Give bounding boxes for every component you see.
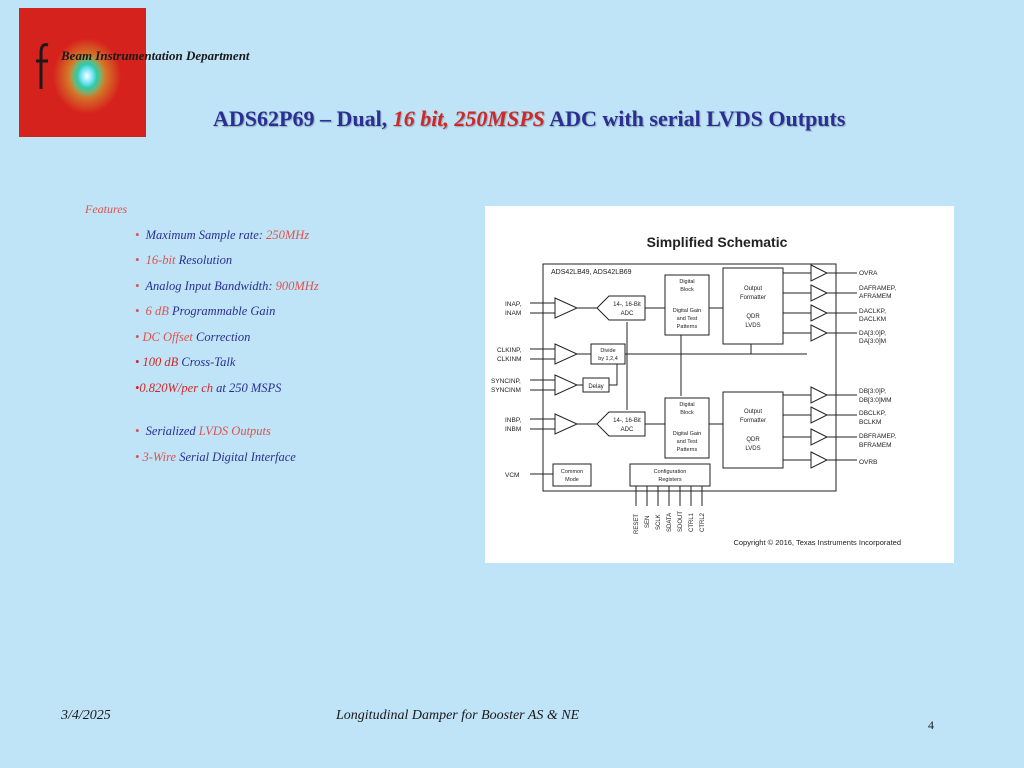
feature-item: • 100 dB Cross-Talk (135, 355, 236, 369)
feature-item: • 16-bit Resolution (135, 253, 233, 267)
svg-text:Divide: Divide (600, 348, 615, 354)
svg-text:QDR: QDR (746, 314, 760, 320)
svg-text:SYNCINM: SYNCINM (491, 387, 521, 394)
svg-text:INBP,: INBP, (505, 417, 521, 424)
svg-text:OVRB: OVRB (859, 459, 877, 466)
footer-title: Longitudinal Damper for Booster AS & NE (336, 708, 580, 723)
page-number: 4 (928, 718, 934, 732)
title-highlight: 16 bit, 250MSPS (392, 106, 545, 131)
svg-text:Digital Gain: Digital Gain (673, 431, 701, 437)
svg-text:DACLKM: DACLKM (859, 316, 886, 323)
svg-text:Mode: Mode (565, 477, 579, 483)
fermilab-logo-icon (36, 43, 49, 89)
svg-text:DA[3:0]P,: DA[3:0]P, (859, 330, 886, 337)
svg-text:Digital Gain: Digital Gain (673, 308, 701, 314)
svg-text:Block: Block (680, 287, 694, 293)
svg-text:by 1,2,4: by 1,2,4 (598, 356, 618, 362)
svg-text:DB[3:0]P,: DB[3:0]P, (859, 388, 886, 395)
svg-text:Configuration: Configuration (654, 469, 687, 475)
svg-text:Output: Output (744, 286, 762, 292)
svg-text:INAM: INAM (505, 310, 521, 317)
svg-text:DB[3:0]MM: DB[3:0]MM (859, 397, 892, 404)
svg-text:LVDS: LVDS (745, 323, 760, 329)
svg-text:AFRAMEM: AFRAMEM (859, 293, 892, 300)
svg-text:QDR: QDR (746, 437, 760, 443)
feature-item: •0.820W/per ch at 250 MSPS (135, 381, 282, 395)
svg-text:Formatter: Formatter (740, 295, 766, 301)
svg-text:SYNCINP,: SYNCINP, (491, 378, 521, 385)
features-heading: Features (85, 202, 128, 216)
svg-text:DA[3:0]M: DA[3:0]M (859, 338, 886, 345)
feature-item: • Serialized LVDS Outputs (135, 424, 271, 438)
svg-text:CLKINP,: CLKINP, (497, 347, 522, 354)
svg-text:Patterns: Patterns (677, 447, 698, 453)
svg-text:Delay: Delay (588, 384, 603, 390)
svg-text:14-, 16-Bit: 14-, 16-Bit (613, 418, 641, 424)
feature-item: • Analog Input Bandwidth: 900MHz (135, 279, 319, 293)
feature-item: • DC Offset Correction (135, 330, 251, 344)
feature-item: • 3-Wire Serial Digital Interface (135, 450, 296, 464)
svg-text:and Test: and Test (677, 316, 698, 322)
svg-text:ADC: ADC (621, 311, 634, 317)
schematic-diagram: Simplified Schematic ADS42LB49, ADS42LB6… (491, 234, 901, 547)
svg-text:INBM: INBM (505, 426, 521, 433)
svg-text:DAFRAMEP,: DAFRAMEP, (859, 285, 896, 292)
department-name: Beam Instrumentation Department (61, 48, 250, 63)
chip-outline (542, 263, 837, 492)
svg-text:DACLKP,: DACLKP, (859, 308, 886, 315)
svg-text:Patterns: Patterns (677, 324, 698, 330)
title-part-3: ADC with serial LVDS Outputs (549, 106, 846, 131)
schematic-title: Simplified Schematic (647, 234, 788, 250)
svg-text:BCLKM: BCLKM (859, 419, 881, 426)
svg-text:SEN: SEN (645, 516, 651, 528)
svg-text:Output: Output (744, 409, 762, 415)
svg-text:RESET: RESET (634, 514, 640, 534)
svg-text:Common: Common (561, 469, 583, 475)
svg-text:ADC: ADC (621, 427, 634, 433)
svg-text:Block: Block (680, 410, 694, 416)
svg-text:CTRL1: CTRL1 (689, 512, 695, 532)
feature-item: • 6 dB Programmable Gain (135, 304, 276, 318)
chip-name: ADS42LB49, ADS42LB69 (551, 269, 632, 276)
svg-text:Digital: Digital (679, 402, 694, 408)
svg-text:14-, 16-Bit: 14-, 16-Bit (613, 302, 641, 308)
schematic-copyright: Copyright © 2016, Texas Instruments Inco… (733, 538, 901, 547)
svg-text:CLKINM: CLKINM (497, 356, 522, 363)
footer-date: 3/4/2025 (61, 708, 111, 723)
simplified-schematic-figure: Simplified Schematic ADS42LB49, ADS42LB6… (485, 206, 954, 563)
svg-text:VCM: VCM (505, 472, 519, 479)
department-logo (19, 8, 146, 137)
svg-text:SCLK: SCLK (656, 514, 662, 530)
svg-text:SDATA: SDATA (667, 513, 673, 532)
svg-text:SDOUT: SDOUT (678, 511, 684, 532)
svg-text:OVRA: OVRA (859, 270, 878, 277)
slide-title: ADS62P69 – Dual, 16 bit, 250MSPS ADC wit… (213, 106, 845, 132)
title-part-1: ADS62P69 – Dual, (213, 106, 388, 131)
svg-text:Formatter: Formatter (740, 418, 766, 424)
svg-text:CTRL2: CTRL2 (700, 512, 706, 532)
svg-text:Digital: Digital (679, 279, 694, 285)
svg-text:DBCLKP,: DBCLKP, (859, 410, 886, 417)
svg-text:Registers: Registers (658, 477, 681, 483)
feature-item: • Maximum Sample rate: 250MHz (135, 228, 310, 242)
svg-text:DBFRAMEP,: DBFRAMEP, (859, 433, 896, 440)
svg-text:BFRAMEM: BFRAMEM (859, 442, 892, 449)
svg-text:INAP,: INAP, (505, 301, 521, 308)
svg-text:LVDS: LVDS (745, 446, 760, 452)
svg-text:and Test: and Test (677, 439, 698, 445)
